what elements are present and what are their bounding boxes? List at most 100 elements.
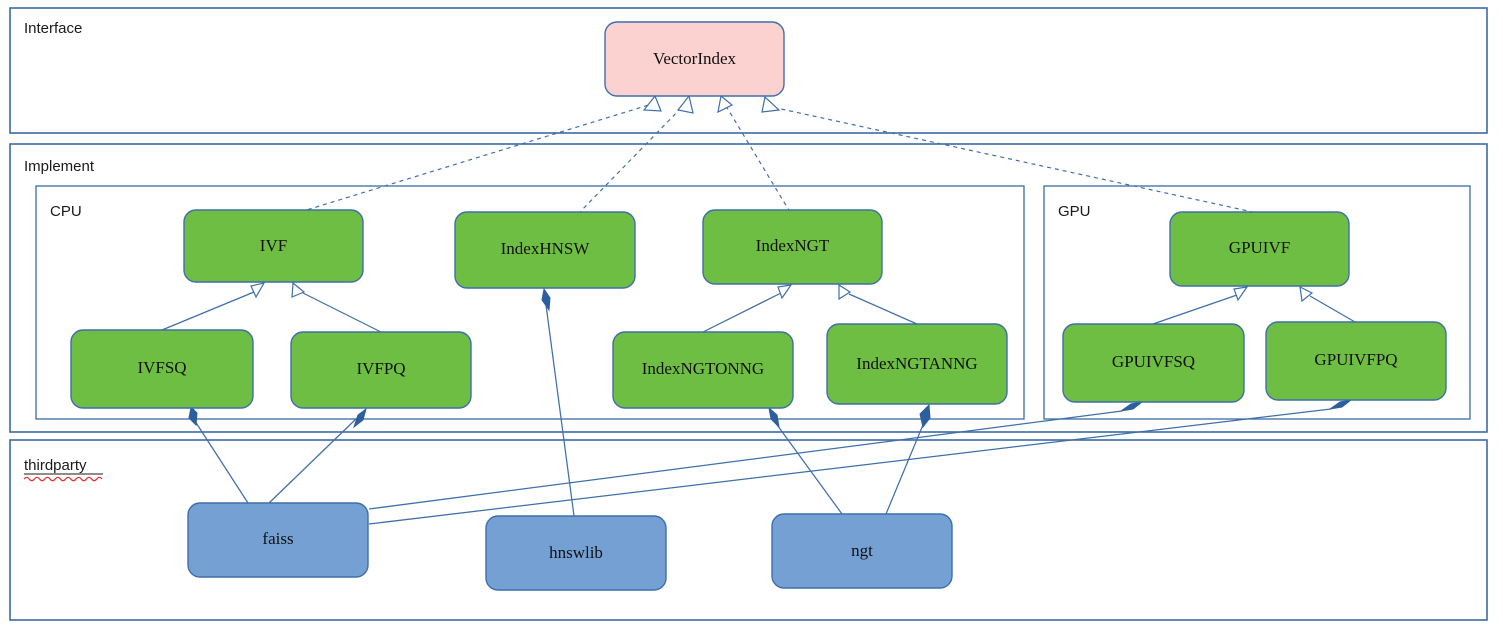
- relation-faiss-ivfpq: [267, 407, 367, 505]
- relation-ivfsq-ivf: [161, 282, 266, 331]
- node-indexngt-label: IndexNGT: [756, 236, 830, 255]
- node-indexngtanng-box[interactable]: [826, 323, 1008, 405]
- relation-faiss-gpuivfpq: [368, 399, 1352, 525]
- relation-line: [774, 421, 843, 515]
- hollow-triangle-arrowhead: [291, 281, 306, 298]
- group-interface-label: Interface: [24, 20, 82, 37]
- group-implement-box: [9, 143, 1488, 433]
- node-hnswlib[interactable]: hnswlib: [485, 515, 667, 591]
- filled-diamond-arrowhead: [541, 287, 551, 312]
- hollow-triangle-arrowhead: [642, 94, 662, 112]
- node-faiss-label: faiss: [262, 529, 293, 548]
- relation-line: [885, 419, 926, 515]
- node-indexngtanng-label: IndexNGTANNG: [856, 354, 977, 373]
- filled-diamond-arrowhead: [353, 407, 367, 429]
- relation-line: [299, 103, 653, 213]
- node-ivf-box[interactable]: [183, 209, 364, 283]
- group-cpu-box: [35, 185, 1025, 420]
- filled-diamond-arrowhead: [919, 403, 931, 429]
- group-cpu-label: CPU: [50, 203, 82, 220]
- hollow-triangle-arrowhead: [838, 283, 852, 301]
- node-gpuivf-box[interactable]: [1169, 211, 1350, 287]
- group-thirdparty-box: [9, 439, 1488, 621]
- node-indexngt[interactable]: IndexNGT: [702, 209, 883, 285]
- filled-diamond-arrowhead: [1329, 399, 1352, 410]
- node-vectorindex-label: VectorIndex: [653, 49, 737, 68]
- hollow-triangle-arrowhead: [761, 95, 781, 113]
- relation-gpuivfsq-gpuivf: [1152, 286, 1249, 325]
- relation-line: [267, 417, 358, 505]
- relation-indexngtonng-indexngt: [702, 284, 793, 333]
- node-hnswlib-box[interactable]: [485, 515, 667, 591]
- node-ivfpq-box[interactable]: [290, 331, 472, 409]
- node-indexhnsw[interactable]: IndexHNSW: [454, 211, 636, 289]
- node-gpuivfsq-box[interactable]: [1062, 323, 1245, 403]
- node-gpuivfpq-label: GPUIVFPQ: [1314, 350, 1397, 369]
- spellcheck-squiggle-icon: [23, 476, 103, 482]
- relation-line: [577, 104, 685, 215]
- relation-line: [1309, 295, 1356, 323]
- node-ngt-label: ngt: [851, 541, 873, 560]
- group-thirdparty-label: thirdparty: [24, 457, 87, 474]
- relation-indexngtanng-indexngt: [838, 283, 918, 325]
- group-interface-box: [9, 7, 1488, 134]
- relation-faiss-ivfsq: [188, 405, 249, 504]
- filled-diamond-arrowhead: [1120, 401, 1143, 412]
- relation-line: [302, 292, 382, 333]
- node-indexngtonng-box[interactable]: [612, 331, 794, 409]
- node-ivf[interactable]: IVF: [183, 209, 364, 283]
- node-gpuivfpq[interactable]: GPUIVFPQ: [1265, 321, 1447, 401]
- relation-line: [725, 105, 791, 213]
- group-gpu-box: [1043, 185, 1471, 420]
- relation-ivf-vectorindex: [299, 94, 662, 213]
- node-faiss[interactable]: faiss: [187, 502, 369, 578]
- node-ivf-label: IVF: [260, 236, 287, 255]
- node-ivfpq[interactable]: IVFPQ: [290, 331, 472, 409]
- group-implement: Implement: [9, 143, 1488, 433]
- node-gpuivfpq-box[interactable]: [1265, 321, 1447, 401]
- node-indexngtanng[interactable]: IndexNGTANNG: [826, 323, 1008, 405]
- hollow-triangle-arrowhead: [1233, 286, 1249, 302]
- node-ivfsq-box[interactable]: [70, 329, 254, 409]
- hollow-triangle-arrowhead: [250, 282, 266, 299]
- node-vectorindex-box[interactable]: [604, 21, 785, 97]
- node-gpuivf-label: GPUIVF: [1229, 238, 1290, 257]
- node-indexhnsw-box[interactable]: [454, 211, 636, 289]
- relation-hnswlib-indexhnsw: [541, 287, 575, 517]
- group-thirdparty: thirdparty: [9, 439, 1488, 621]
- relation-ngt-indexngtanng: [885, 403, 931, 515]
- node-gpuivfsq[interactable]: GPUIVFSQ: [1062, 323, 1245, 403]
- node-ngt[interactable]: ngt: [771, 513, 953, 589]
- node-ivfsq[interactable]: IVFSQ: [70, 329, 254, 409]
- relation-faiss-gpuivfsq: [368, 401, 1143, 510]
- relation-line: [368, 410, 1123, 510]
- relation-line: [545, 304, 575, 517]
- hollow-triangle-arrowhead: [717, 94, 734, 114]
- relation-line: [848, 293, 918, 325]
- relation-line: [161, 291, 255, 331]
- node-ngt-box[interactable]: [771, 513, 953, 589]
- group-interface: Interface: [9, 7, 1488, 134]
- node-faiss-box[interactable]: [187, 502, 369, 578]
- hollow-triangle-arrowhead: [676, 94, 694, 114]
- node-indexhnsw-label: IndexHNSW: [501, 239, 591, 258]
- relation-indexngt-vectorindex: [717, 94, 791, 213]
- hollow-triangle-arrowhead: [777, 284, 793, 300]
- relation-line: [771, 106, 1263, 215]
- node-vectorindex[interactable]: VectorIndex: [604, 21, 785, 97]
- relation-ngt-indexngtonng: [768, 406, 843, 515]
- node-ivfpq-label: IVFPQ: [356, 359, 405, 378]
- relation-line: [192, 417, 249, 504]
- relation-line: [1152, 294, 1238, 325]
- node-indexngt-box[interactable]: [702, 209, 883, 285]
- group-implement-label: Implement: [24, 158, 95, 175]
- relation-gpuivfpq-gpuivf: [1299, 285, 1356, 323]
- group-gpu: GPU: [1043, 185, 1471, 420]
- node-indexngtonng[interactable]: IndexNGTONNG: [612, 331, 794, 409]
- node-gpuivf[interactable]: GPUIVF: [1169, 211, 1350, 287]
- hollow-triangle-arrowhead: [1299, 285, 1314, 303]
- node-gpuivfsq-label: GPUIVFSQ: [1112, 352, 1195, 371]
- node-hnswlib-label: hnswlib: [549, 543, 603, 562]
- group-gpu-label: GPU: [1058, 203, 1091, 220]
